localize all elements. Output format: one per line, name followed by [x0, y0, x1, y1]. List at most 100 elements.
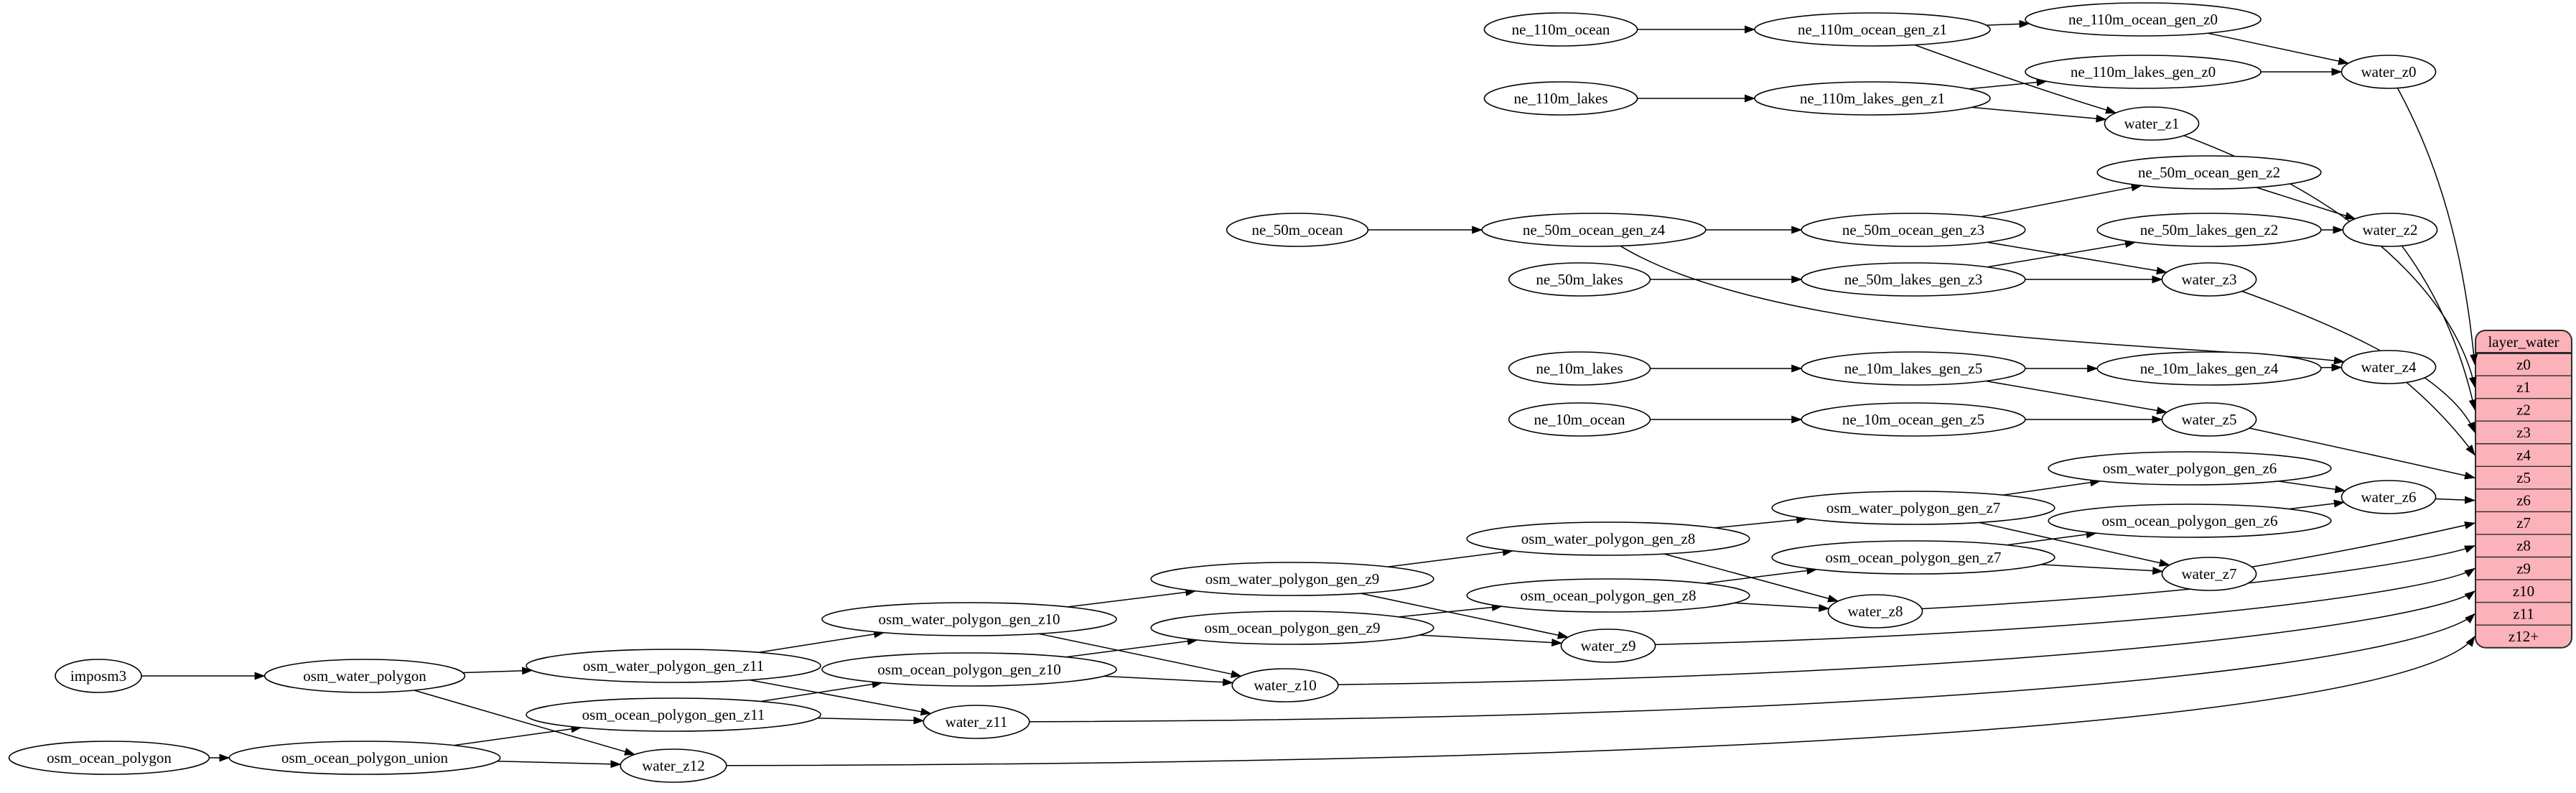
- table-row-z12: z12+: [2509, 628, 2539, 645]
- edge-osm-ocean-polygon-gen-z7-to-water-z7: [2041, 565, 2163, 572]
- edge-ne-10m-lakes-gen-z5-to-water-z5: [1986, 381, 2167, 412]
- node-label-water-z12: water_z12: [642, 757, 704, 774]
- node-label-water-z2: water_z2: [2363, 221, 2418, 238]
- node-osm-water-polygon: osm_water_polygon: [265, 659, 465, 692]
- node-water-z7: water_z7: [2162, 557, 2256, 590]
- node-osm-ocean-polygon-gen-z6: osm_ocean_polygon_gen_z6: [2048, 504, 2331, 537]
- node-label-ne-10m-lakes: ne_10m_lakes: [1536, 360, 1623, 377]
- edge-osm-water-polygon-gen-z10-to-osm-water-polygon-gen-z9: [1068, 591, 1195, 607]
- node-label-water-z9: water_z9: [1581, 637, 1636, 654]
- node-ne-110m-ocean-gen-z0: ne_110m_ocean_gen_z0: [2025, 3, 2261, 36]
- table-row-z0: z0: [2516, 356, 2531, 373]
- node-osm-water-polygon-gen-z9: osm_water_polygon_gen_z9: [1151, 562, 1434, 595]
- node-label-ne-50m-ocean-gen-z4: ne_50m_ocean_gen_z4: [1523, 221, 1666, 238]
- node-osm-water-polygon-gen-z10: osm_water_polygon_gen_z10: [822, 603, 1116, 636]
- node-label-water-z7: water_z7: [2182, 565, 2237, 583]
- node-ne-50m-ocean-gen-z2: ne_50m_ocean_gen_z2: [2097, 156, 2321, 189]
- node-ne-50m-ocean-gen-z3: ne_50m_ocean_gen_z3: [1801, 213, 2025, 246]
- node-water-z1: water_z1: [2104, 107, 2198, 140]
- layer-water-table: z0z1z2z3z4z5z6z7z8z9z10z11z12+layer_wate…: [2475, 330, 2572, 648]
- node-label-osm-ocean-polygon-gen-z11: osm_ocean_polygon_gen_z11: [582, 706, 765, 723]
- node-label-water-z11: water_z11: [946, 713, 1008, 731]
- edge-osm-ocean-polygon-union-to-water-z12: [498, 761, 621, 764]
- node-label-osm-water-polygon: osm_water_polygon: [303, 667, 426, 685]
- node-label-osm-water-polygon-gen-z10: osm_water_polygon_gen_z10: [878, 611, 1060, 628]
- node-label-ne-10m-lakes-gen-z4: ne_10m_lakes_gen_z4: [2140, 360, 2279, 377]
- node-label-ne-10m-ocean-gen-z5: ne_10m_ocean_gen_z5: [1842, 411, 1984, 428]
- node-label-water-z3: water_z3: [2182, 271, 2237, 288]
- node-ne-50m-lakes-gen-z2: ne_50m_lakes_gen_z2: [2097, 213, 2321, 246]
- edge-osm-ocean-polygon-union-to-osm-ocean-polygon-gen-z11: [454, 728, 581, 746]
- node-label-osm-water-polygon-gen-z11: osm_water_polygon_gen_z11: [583, 657, 764, 674]
- table-row-z10: z10: [2513, 583, 2534, 600]
- edge-ne-110m-lakes-gen-z1-to-ne-110m-lakes-gen-z0: [1969, 81, 2046, 89]
- node-label-osm-water-polygon-gen-z6: osm_water_polygon_gen_z6: [2103, 460, 2277, 477]
- node-osm-water-polygon-gen-z11: osm_water_polygon_gen_z11: [526, 649, 821, 682]
- table-row-z11: z11: [2513, 605, 2534, 622]
- node-label-water-z4: water_z4: [2361, 358, 2417, 376]
- node-ne-50m-lakes: ne_50m_lakes: [1509, 263, 1651, 296]
- node-label-osm-water-polygon-gen-z9: osm_water_polygon_gen_z9: [1205, 570, 1380, 588]
- node-water-z9: water_z9: [1561, 629, 1655, 662]
- node-water-z2: water_z2: [2343, 213, 2437, 246]
- table-title: layer_water: [2488, 333, 2559, 351]
- node-label-osm-ocean-polygon-gen-z9: osm_ocean_polygon_gen_z9: [1205, 619, 1381, 636]
- node-label-ne-110m-lakes-gen-z1: ne_110m_lakes_gen_z1: [1800, 90, 1945, 107]
- nodes: imposm3 osm_water_polygon osm_ocean_polygo…: [9, 3, 2437, 782]
- edge-ne-50m-ocean-gen-z3-to-ne-50m-ocean-gen-z2: [1981, 185, 2141, 216]
- node-ne-50m-ocean-gen-z4: ne_50m_ocean_gen_z4: [1482, 213, 1706, 246]
- table-row-z5: z5: [2516, 469, 2531, 486]
- node-ne-110m-lakes: ne_110m_lakes: [1484, 82, 1637, 115]
- edge-osm-water-polygon-gen-z9-to-osm-water-polygon-gen-z8: [1388, 551, 1513, 567]
- node-osm-water-polygon-gen-z7: osm_water_polygon_gen_z7: [1772, 491, 2055, 524]
- node-label-osm-water-polygon-gen-z8: osm_water_polygon_gen_z8: [1521, 530, 1696, 547]
- node-label-ne-50m-ocean: ne_50m_ocean: [1251, 221, 1343, 238]
- edge-osm-water-polygon-gen-z8-to-osm-water-polygon-gen-z7: [1715, 519, 1806, 528]
- node-ne-110m-ocean-gen-z1: ne_110m_ocean_gen_z1: [1755, 13, 1990, 46]
- node-label-water-z8: water_z8: [1848, 603, 1903, 620]
- edge-ne-110m-ocean-gen-z1-to-ne-110m-ocean-gen-z0: [1987, 24, 2030, 25]
- node-label-osm-ocean-polygon-gen-z6: osm_ocean_polygon_gen_z6: [2102, 512, 2278, 529]
- node-water-z12: water_z12: [620, 749, 727, 782]
- node-osm-ocean-polygon-gen-z7: osm_ocean_polygon_gen_z7: [1772, 541, 2055, 574]
- node-water-z10: water_z10: [1232, 669, 1338, 702]
- edge-water-z6-to-z6: [2435, 499, 2475, 501]
- edge-osm-ocean-polygon-gen-z7-to-osm-ocean-polygon-gen-z6: [2007, 533, 2096, 545]
- edge-osm-ocean-polygon-gen-z8-to-osm-ocean-polygon-gen-z7: [1705, 570, 1817, 583]
- table-row-z2: z2: [2516, 401, 2531, 418]
- node-label-water-z1: water_z1: [2124, 115, 2180, 132]
- node-label-ne-110m-ocean-gen-z0: ne_110m_ocean_gen_z0: [2068, 11, 2218, 28]
- node-label-ne-50m-lakes: ne_50m_lakes: [1536, 271, 1623, 288]
- node-osm-ocean-polygon-gen-z11: osm_ocean_polygon_gen_z11: [526, 698, 821, 731]
- edge-osm-ocean-polygon-gen-z6-to-water-z6: [2289, 502, 2344, 509]
- node-osm-ocean-polygon-gen-z9: osm_ocean_polygon_gen_z9: [1151, 611, 1434, 644]
- node-label-water-z10: water_z10: [1254, 677, 1316, 694]
- node-ne-110m-lakes-gen-z1: ne_110m_lakes_gen_z1: [1755, 82, 1990, 115]
- node-label-osm-water-polygon-gen-z7: osm_water_polygon_gen_z7: [1826, 499, 2001, 516]
- table-row-z6: z6: [2516, 492, 2531, 509]
- node-osm-ocean-polygon: osm_ocean_polygon: [9, 741, 210, 774]
- table-row-z3: z3: [2516, 424, 2531, 441]
- node-label-osm-ocean-polygon-union: osm_ocean_polygon_union: [281, 749, 449, 766]
- node-water-z8: water_z8: [1828, 595, 1922, 628]
- node-osm-ocean-polygon-union: osm_ocean_polygon_union: [229, 741, 500, 774]
- node-label-water-z5: water_z5: [2182, 411, 2237, 428]
- node-imposm3: imposm3: [55, 659, 141, 692]
- node-ne-10m-ocean-gen-z5: ne_10m_ocean_gen_z5: [1801, 403, 2025, 436]
- table-row-z7: z7: [2516, 514, 2531, 532]
- node-water-z3: water_z3: [2162, 263, 2256, 296]
- edge-water-z9-to-z9: [1655, 568, 2475, 644]
- node-water-z4: water_z4: [2341, 351, 2435, 384]
- node-osm-ocean-polygon-gen-z10: osm_ocean_polygon_gen_z10: [822, 653, 1116, 686]
- node-osm-ocean-polygon-gen-z8: osm_ocean_polygon_gen_z8: [1467, 579, 1750, 612]
- node-label-ne-50m-lakes-gen-z2: ne_50m_lakes_gen_z2: [2140, 221, 2278, 238]
- table-row-z9: z9: [2516, 560, 2531, 577]
- node-label-water-z6: water_z6: [2361, 488, 2417, 506]
- edge-osm-ocean-polygon-gen-z9-to-water-z9: [1419, 635, 1562, 643]
- node-label-ne-50m-ocean-gen-z2: ne_50m_ocean_gen_z2: [2138, 164, 2280, 181]
- node-label-osm-ocean-polygon-gen-z10: osm_ocean_polygon_gen_z10: [877, 661, 1060, 678]
- node-label-ne-10m-lakes-gen-z5: ne_10m_lakes_gen_z5: [1844, 360, 1982, 377]
- edge-osm-water-polygon-gen-z7-to-osm-water-polygon-gen-z6: [2003, 481, 2101, 495]
- node-osm-water-polygon-gen-z6: osm_water_polygon_gen_z6: [2048, 452, 2331, 485]
